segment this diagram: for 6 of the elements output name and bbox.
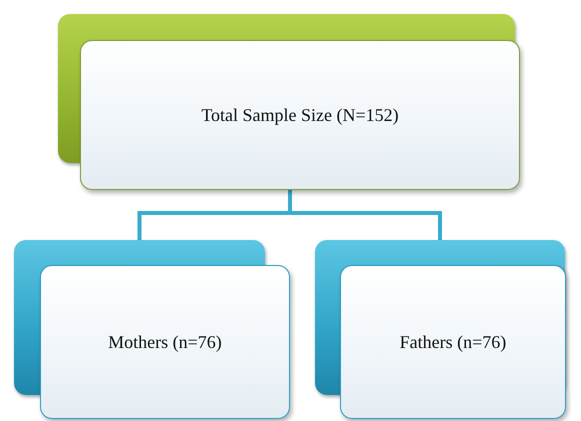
process-card	[14, 240, 290, 419]
node-label: Mothers (n=76)	[108, 332, 222, 352]
process-card	[58, 14, 520, 190]
process-card	[315, 240, 566, 419]
node-label: Total Sample Size (N=152)	[201, 104, 399, 126]
node-label: Fathers (n=76)	[400, 332, 506, 352]
